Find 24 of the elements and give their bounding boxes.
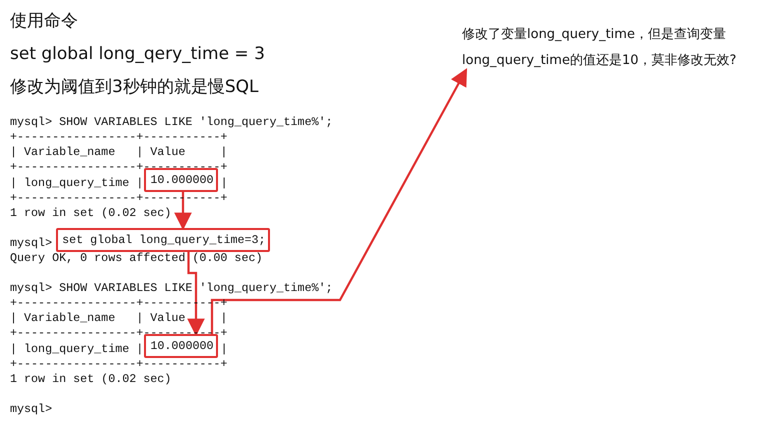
terminal-prompt: mysql> [10, 402, 52, 417]
table-border: | [220, 176, 228, 191]
highlight-box: set global long_query_time=3; [56, 228, 270, 252]
terminal-line: mysql> SHOW VARIABLES LIKE 'long_query_time%'; [10, 115, 333, 130]
terminal-line: 1 row in set (0.02 sec) [10, 372, 172, 387]
arrow [187, 252, 205, 336]
table-header: | Variable_name | Value | [10, 311, 228, 326]
highlight-box: 10.000000 [144, 334, 218, 358]
annotation-note: 修改了变量long_query_time，但是查询变量 long_query_time的值还是10，莫非修改无效? [462, 22, 777, 74]
terminal-line: Query OK, 0 rows affected (0.00 sec) [10, 251, 262, 266]
table-border: +-----------------+-----------+ [10, 130, 228, 145]
heading-text: 使用命令 [10, 10, 78, 32]
table-cell: | long_query_time | [10, 176, 144, 191]
terminal-line: 1 row in set (0.02 sec) [10, 206, 172, 221]
terminal-prompt: mysql> [10, 236, 52, 251]
terminal-line: mysql> SHOW VARIABLES LIKE 'long_query_time%'; [10, 281, 333, 296]
table-border: +-----------------+-----------+ [10, 357, 228, 372]
command-text: set global long_qery_time = 3 [10, 43, 265, 65]
highlight-box: 10.000000 [144, 168, 218, 192]
heading-text: 修改为阈值到3秒钟的就是慢SQL [10, 76, 258, 98]
table-cell: | long_query_time | [10, 342, 144, 357]
table-border: | [220, 342, 228, 357]
table-header: | Variable_name | Value | [10, 145, 228, 160]
arrow [210, 68, 468, 334]
